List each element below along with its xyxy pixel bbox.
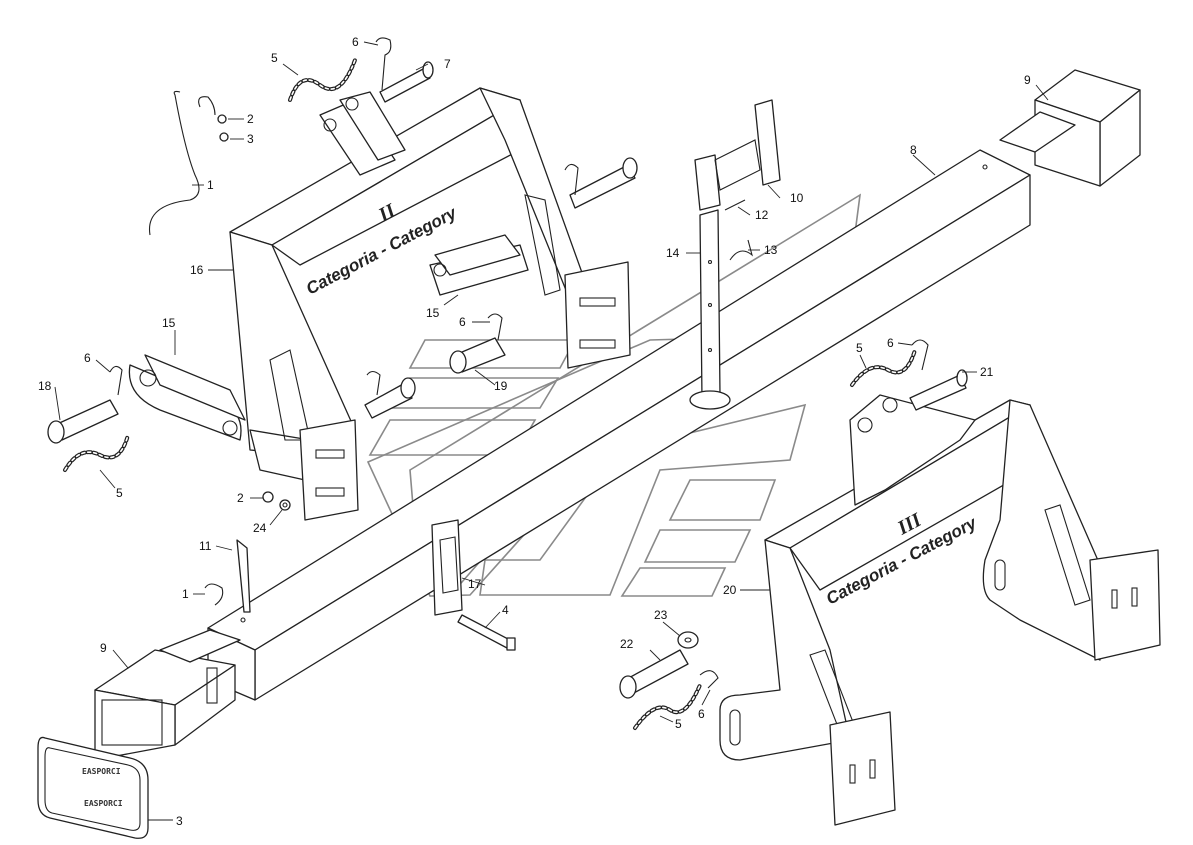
callout-5c: 5 [856, 341, 863, 355]
post-bracket [694, 99, 781, 211]
callout-4: 4 [502, 603, 509, 617]
callout-labels: 1 2 3 6 5 7 9 8 10 12 13 14 16 15 15 6 1… [38, 35, 1031, 828]
callout-6b: 6 [459, 315, 466, 329]
callout-6e: 6 [698, 707, 705, 721]
callout-21: 21 [980, 365, 994, 379]
plate-text-top: EASPORCI [82, 767, 121, 776]
tube-insert-right [999, 69, 1141, 187]
links [128, 234, 529, 441]
callout-5d: 5 [675, 717, 682, 731]
callout-5a: 5 [271, 51, 278, 65]
callout-17: 17 [468, 577, 482, 591]
callout-11: 11 [199, 539, 212, 553]
callout-13: 13 [764, 243, 778, 257]
callout-9b: 9 [100, 641, 107, 655]
plate-text-bottom: EASPORCI [84, 799, 123, 808]
callout-6d: 6 [887, 336, 894, 350]
callout-18: 18 [38, 379, 52, 393]
clips [109, 37, 929, 689]
chains [63, 58, 917, 730]
callout-22: 22 [620, 637, 634, 651]
callout-1b: 1 [182, 587, 189, 601]
callout-7: 7 [444, 57, 451, 71]
frame-category-iii: III Categoria - Category [719, 394, 1161, 826]
callout-24: 24 [253, 521, 267, 535]
lower-bracket [431, 519, 463, 616]
callout-14: 14 [666, 246, 680, 260]
callout-5b: 5 [116, 486, 123, 500]
callout-15a: 15 [162, 316, 176, 330]
callout-6c: 6 [84, 351, 91, 365]
callout-8: 8 [910, 143, 917, 157]
callout-16: 16 [190, 263, 204, 277]
callout-6a: 6 [352, 35, 359, 49]
callout-10: 10 [790, 191, 804, 205]
callout-15b: 15 [426, 306, 440, 320]
tube-insert-left [94, 629, 241, 761]
callout-2a: 2 [247, 112, 254, 126]
callout-19: 19 [494, 379, 508, 393]
pins [47, 61, 968, 699]
frame-category-ii: II Categoria - Category [229, 87, 631, 521]
callout-9a: 9 [1024, 73, 1031, 87]
callout-12: 12 [755, 208, 769, 222]
callout-23: 23 [654, 608, 668, 622]
callout-3b: 3 [176, 814, 183, 828]
upright-post [689, 209, 731, 410]
number-plate: EASPORCI EASPORCI [37, 736, 149, 839]
callout-2b: 2 [237, 491, 244, 505]
callout-20: 20 [723, 583, 737, 597]
callout-1a: 1 [207, 178, 214, 192]
callout-3a: 3 [247, 132, 254, 146]
leader-lines [54, 41, 1049, 821]
